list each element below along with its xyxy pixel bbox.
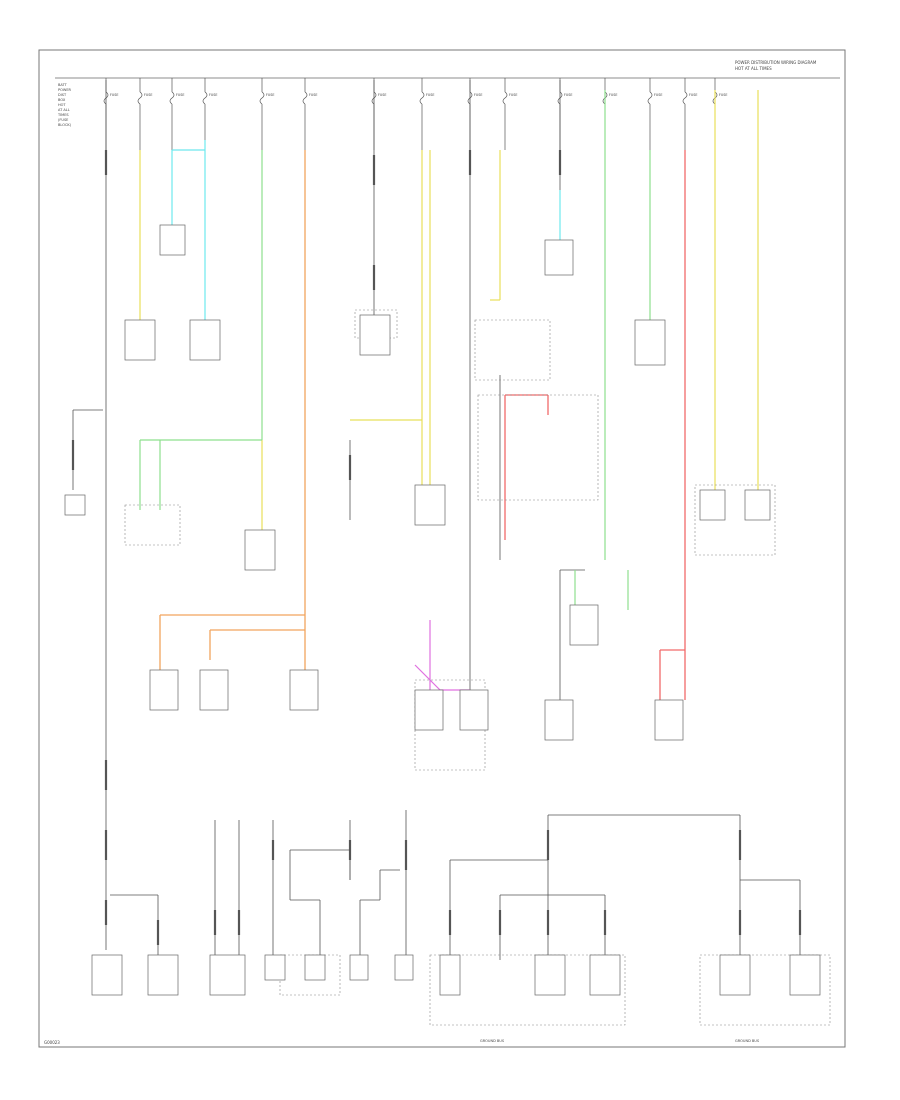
fuse-label: FUSE xyxy=(266,93,275,97)
component-box xyxy=(244,529,276,571)
component-box xyxy=(359,314,391,356)
fuse-label: FUSE xyxy=(309,93,318,97)
fuse-label: FUSE xyxy=(609,93,618,97)
component-box xyxy=(189,319,221,361)
pink-wires xyxy=(414,620,470,691)
fuse-4: FUSE xyxy=(202,78,218,150)
fuse-label: FUSE xyxy=(719,93,728,97)
component-box xyxy=(414,484,446,526)
ground-bus-right-label: GROUND BUS xyxy=(735,1039,760,1043)
yellow-wires xyxy=(139,90,759,530)
component-box xyxy=(289,669,319,711)
orange-wires xyxy=(159,150,306,670)
component-box xyxy=(91,954,123,996)
grey-wires xyxy=(71,80,802,960)
fuse-label: FUSE xyxy=(426,93,435,97)
component-box xyxy=(124,319,156,361)
component-box xyxy=(654,699,684,741)
component-box xyxy=(439,954,461,996)
component-box xyxy=(544,239,574,276)
component-box xyxy=(304,954,326,981)
ground-bus-left-label: GROUND BUS xyxy=(480,1039,505,1043)
cyan-wires xyxy=(171,140,561,320)
page-id: G00023 xyxy=(44,1040,60,1045)
fuse-label: FUSE xyxy=(689,93,698,97)
fuse-label: FUSE xyxy=(378,93,387,97)
fuse-label: FUSE xyxy=(509,93,518,97)
component-box xyxy=(199,669,229,711)
component-box xyxy=(349,954,369,981)
fuse-label: FUSE xyxy=(209,93,218,97)
svg-text:BLOCK): BLOCK) xyxy=(58,123,72,127)
fuse-label: FUSE xyxy=(564,93,573,97)
fuse-row: FUSE FUSE FUSE FUSE FUSE FUSE FUSE FUSE FUSE FUSE… xyxy=(103,78,728,150)
component-box xyxy=(147,954,179,996)
green-wires xyxy=(139,90,651,610)
fuse-13: FUSE xyxy=(647,78,663,150)
component-box xyxy=(394,954,414,981)
dashed-outlines xyxy=(124,309,831,1026)
header-title-2: HOT AT ALL TIMES xyxy=(735,66,772,71)
fuse-8: FUSE xyxy=(419,78,435,150)
fuse-label: FUSE xyxy=(110,93,119,97)
fuse-5: FUSE xyxy=(259,78,275,150)
fuse-label: FUSE xyxy=(176,93,185,97)
component-box xyxy=(544,699,574,741)
component-box xyxy=(634,319,666,366)
diagram-frame xyxy=(38,49,846,1048)
component-box xyxy=(789,954,821,996)
fuse-14: FUSE xyxy=(682,78,698,150)
svg-text:HOT: HOT xyxy=(58,103,66,107)
component-box xyxy=(744,489,771,521)
svg-text:BATT: BATT xyxy=(58,83,68,87)
fuse-label: FUSE xyxy=(474,93,483,97)
fuse-label: FUSE xyxy=(144,93,153,97)
component-box xyxy=(159,224,186,256)
fuse-10: FUSE xyxy=(502,78,518,150)
fuse-3: FUSE xyxy=(169,78,185,150)
svg-text:DIST: DIST xyxy=(58,93,67,97)
component-box xyxy=(534,954,566,996)
component-box xyxy=(589,954,621,996)
fuse-label: FUSE xyxy=(654,93,663,97)
header-title-1: POWER DISTRIBUTION WIRING DIAGRAM xyxy=(735,60,817,65)
svg-text:TIMES: TIMES xyxy=(57,113,69,117)
component-box xyxy=(459,689,489,731)
svg-text:BOX: BOX xyxy=(58,98,66,102)
component-box xyxy=(209,954,246,996)
svg-text:(FUSE: (FUSE xyxy=(58,118,68,122)
component-box xyxy=(719,954,751,996)
component-box xyxy=(414,689,444,731)
fuse-2: FUSE xyxy=(137,78,153,150)
svg-text:AT ALL: AT ALL xyxy=(58,108,70,112)
fuse-6: FUSE xyxy=(302,78,318,150)
component-boxes xyxy=(64,224,821,996)
svg-text:POWER: POWER xyxy=(58,88,72,92)
component-box xyxy=(699,489,726,521)
component-box xyxy=(149,669,179,711)
component-box xyxy=(264,954,286,981)
component-box xyxy=(64,494,86,516)
component-box xyxy=(569,604,599,646)
